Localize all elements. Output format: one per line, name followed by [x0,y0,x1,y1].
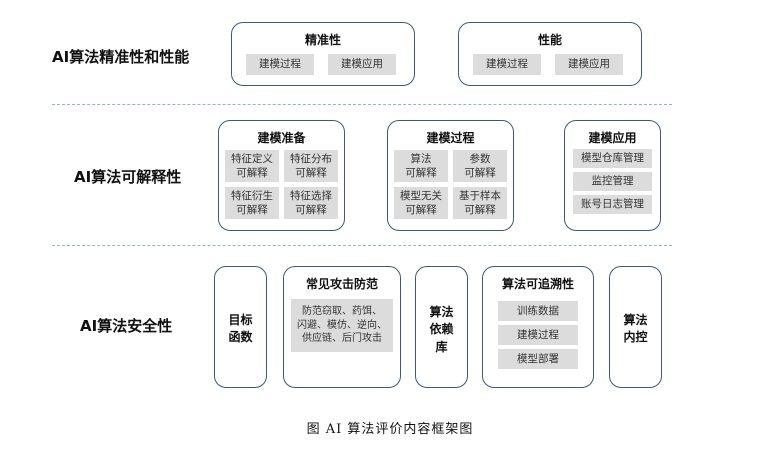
chip-feature-derivation: 特征衍生可解释 [225,187,279,219]
chip-monitoring: 监控管理 [573,172,652,191]
chip-model-deployment: 模型部署 [498,349,578,369]
chip-performance-process: 建模过程 [473,54,541,75]
chip-training-data: 训练数据 [498,301,578,321]
panel-modeling-prep: 建模准备 特征定义可解释 特征分布可解释 特征衍生可解释 特征选择可解释 [218,120,345,231]
panel-modeling-process: 建模过程 算法可解释 参数可解释 模型无关可解释 基于样本可解释 [387,120,514,231]
panel-title: 建模准备 [257,131,306,145]
separator-bottom [52,245,672,246]
panel-performance: 性能 建模过程 建模应用 [458,22,642,86]
chip-algorithm: 算法可解释 [394,150,448,182]
dependency-library-label: 算法依赖库 [429,305,454,354]
chip-feature-distribution: 特征分布可解释 [284,150,338,182]
panel-title: 建模应用 [588,131,637,145]
panel-title: 性能 [537,33,562,47]
chip-model-repository: 模型仓库管理 [573,149,652,168]
separator-top [52,104,672,105]
panel-attack-prevention: 常见攻击防范 防范窃取、药饵、闪避、模仿、逆向、供应链、后门攻击 [283,266,401,388]
chip-attack-types: 防范窃取、药饵、闪避、模仿、逆向、供应链、后门攻击 [291,299,393,352]
chip-account-log: 账号日志管理 [573,195,652,214]
figure-caption: 图 AI 算法评价内容框架图 [306,422,474,437]
panel-title: 建模过程 [426,131,475,145]
panel-traceability: 算法可追溯性 训练数据 建模过程 模型部署 [482,266,594,388]
panel-modeling-application: 建模应用 模型仓库管理 监控管理 账号日志管理 [564,120,661,231]
panel-dependency-library: 算法依赖库 [415,266,468,388]
chip-parameters: 参数可解释 [453,150,507,182]
panel-accuracy: 精准性 建模过程 建模应用 [231,22,415,86]
chip-accuracy-application: 建模应用 [328,54,396,75]
row-label-interpretability: AI算法可解释性 [74,168,182,186]
panel-title: 算法可追溯性 [501,277,574,291]
panel-title: 常见攻击防范 [305,277,378,291]
chip-performance-application: 建模应用 [555,54,623,75]
chip-feature-selection: 特征选择可解释 [284,187,338,219]
objective-function-label: 目标函数 [228,313,253,345]
chip-feature-definition: 特征定义可解释 [225,150,279,182]
panel-internal-control: 算法内控 [609,266,662,388]
row-label-security: AI算法安全性 [80,317,173,335]
chip-accuracy-process: 建模过程 [246,54,314,75]
panel-objective-function: 目标函数 [214,266,267,388]
row-label-accuracy: AI算法精准性和性能 [52,48,190,66]
chip-modeling-process: 建模过程 [498,325,578,345]
chip-sample-based: 基于样本可解释 [453,187,507,219]
panel-title: 精准性 [304,33,341,47]
internal-control-label: 算法内控 [623,313,648,345]
chip-model-agnostic: 模型无关可解释 [394,187,448,219]
